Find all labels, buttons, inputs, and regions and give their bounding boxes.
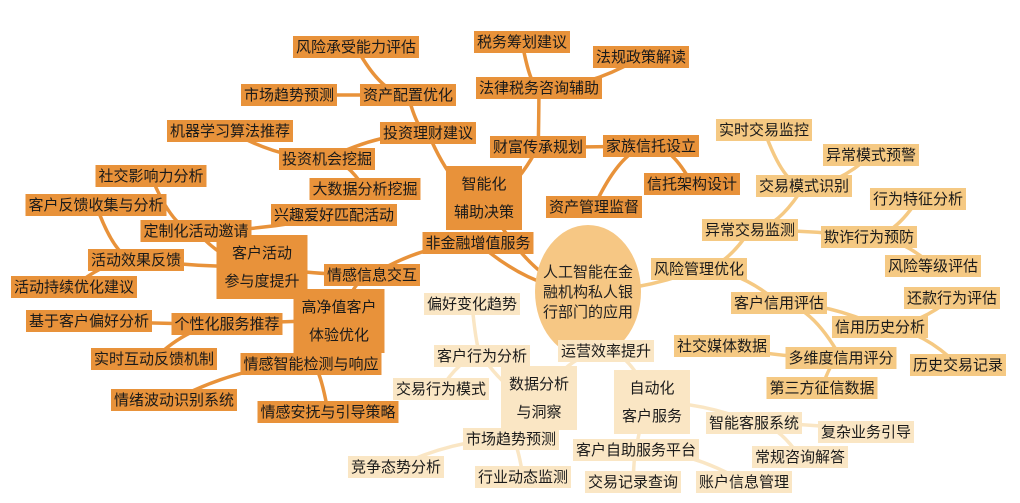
node-market-forecast: 市场趋势预测 — [240, 84, 338, 106]
node-legal-tax: 法律税务咨询辅助 — [475, 77, 603, 99]
node-risk-management: 风险管理优化 — [650, 258, 748, 280]
node-interest-matching: 兴趣爱好匹配活动 — [270, 204, 398, 226]
node-automated-service: 自动化 客户服务 — [613, 370, 691, 434]
node-regulation: 法规政策解读 — [592, 46, 690, 68]
node-activity-feedback: 活动效果反馈 — [87, 249, 185, 271]
node-credit-history: 信用历史分析 — [831, 316, 929, 338]
node-behavior-insight: 客户行为分析 — [433, 345, 531, 367]
node-family-trust: 家族信托设立 — [602, 135, 700, 157]
node-continuous-optimization: 活动持续优化建议 — [10, 276, 138, 298]
node-personalized-service: 个性化服务推荐 — [171, 313, 283, 335]
node-trade-history: 历史交易记录 — [909, 354, 1007, 376]
node-emotional-interaction: 情感信息交互 — [323, 264, 421, 286]
node-fraud-prevention: 欺诈行为预防 — [820, 226, 918, 248]
node-smart-cs: 智能客服系统 — [705, 412, 803, 434]
node-trade-query: 交易记录查询 — [584, 471, 682, 493]
node-repayment: 还款行为评估 — [903, 287, 1001, 309]
node-risk-tolerance: 风险承受能力评估 — [292, 36, 420, 58]
node-tax-planning: 税务筹划建议 — [473, 31, 571, 53]
node-trust-design: 信托架构设计 — [643, 173, 741, 195]
node-custom-invitation: 定制化活动邀请 — [140, 220, 252, 242]
node-data-insight: 数据分析 与洞察 — [500, 366, 578, 430]
node-intelligent-decision: 智能化 辅助决策 — [445, 166, 523, 230]
node-multi-credit: 多维度信用评分 — [785, 347, 897, 369]
node-complex-guide: 复杂业务引导 — [817, 421, 915, 443]
node-realtime-feedback: 实时互动反馈机制 — [90, 348, 218, 370]
node-nonfinancial-service: 非金融增值服务 — [422, 232, 534, 254]
node-realtime-monitor: 实时交易监控 — [715, 119, 813, 141]
node-industry-monitor: 行业动态监测 — [474, 466, 572, 488]
node-credit-assessment: 客户信用评估 — [730, 292, 828, 314]
node-third-party-credit: 第三方征信数据 — [766, 377, 878, 399]
node-social-media-data: 社交媒体数据 — [673, 335, 771, 357]
node-opportunity-mining: 投资机会挖掘 — [278, 148, 376, 170]
node-self-service: 客户自助服务平台 — [572, 439, 700, 461]
node-trade-pattern: 交易模式识别 — [755, 175, 853, 197]
node-mood-recognition: 情绪波动识别系统 — [110, 389, 238, 411]
node-competition: 竞争态势分析 — [347, 456, 445, 478]
node-wealth-inheritance: 财富传承规划 — [489, 136, 587, 158]
node-feedback-collection: 客户反馈收集与分析 — [25, 194, 167, 216]
node-ml-recommendation: 机器学习算法推荐 — [166, 120, 294, 142]
node-trade-behavior: 交易行为模式 — [392, 378, 490, 400]
node-risk-level: 风险等级评估 — [884, 255, 982, 277]
node-preference-analysis: 基于客户偏好分析 — [25, 310, 153, 332]
node-emotion-soothing: 情感安抚与引导策略 — [257, 401, 399, 423]
node-investment-advice: 投资理财建议 — [379, 122, 477, 144]
node-market-trend: 市场趋势预测 — [462, 428, 560, 450]
center-topic: 人工智能在金 融机构私人银 行部门的应用 — [535, 225, 641, 358]
node-account-info: 账户信息管理 — [695, 471, 793, 493]
node-activity-engagement: 客户活动 参与度提升 — [216, 235, 308, 299]
node-operation-efficiency: 运营效率提升 — [557, 340, 655, 362]
node-hnw-experience: 高净值客户 体验优化 — [293, 289, 385, 353]
node-pattern-alert: 异常模式预警 — [822, 144, 920, 166]
node-behavior-analysis: 行为特征分析 — [869, 188, 967, 210]
node-social-influence: 社交影响力分析 — [95, 165, 207, 187]
node-abnormal-trading: 异常交易监测 — [701, 219, 799, 241]
node-asset-supervision: 资产管理监督 — [545, 196, 643, 218]
node-emotion-detection: 情感智能检测与响应 — [240, 353, 382, 375]
center-topic-label: 人工智能在金 融机构私人银 行部门的应用 — [542, 262, 633, 321]
node-bigdata-mining: 大数据分析挖掘 — [309, 178, 421, 200]
node-preference-trend: 偏好变化趋势 — [423, 293, 521, 315]
node-routine-faq: 常规咨询解答 — [751, 446, 849, 468]
node-asset-allocation: 资产配置优化 — [359, 84, 457, 106]
